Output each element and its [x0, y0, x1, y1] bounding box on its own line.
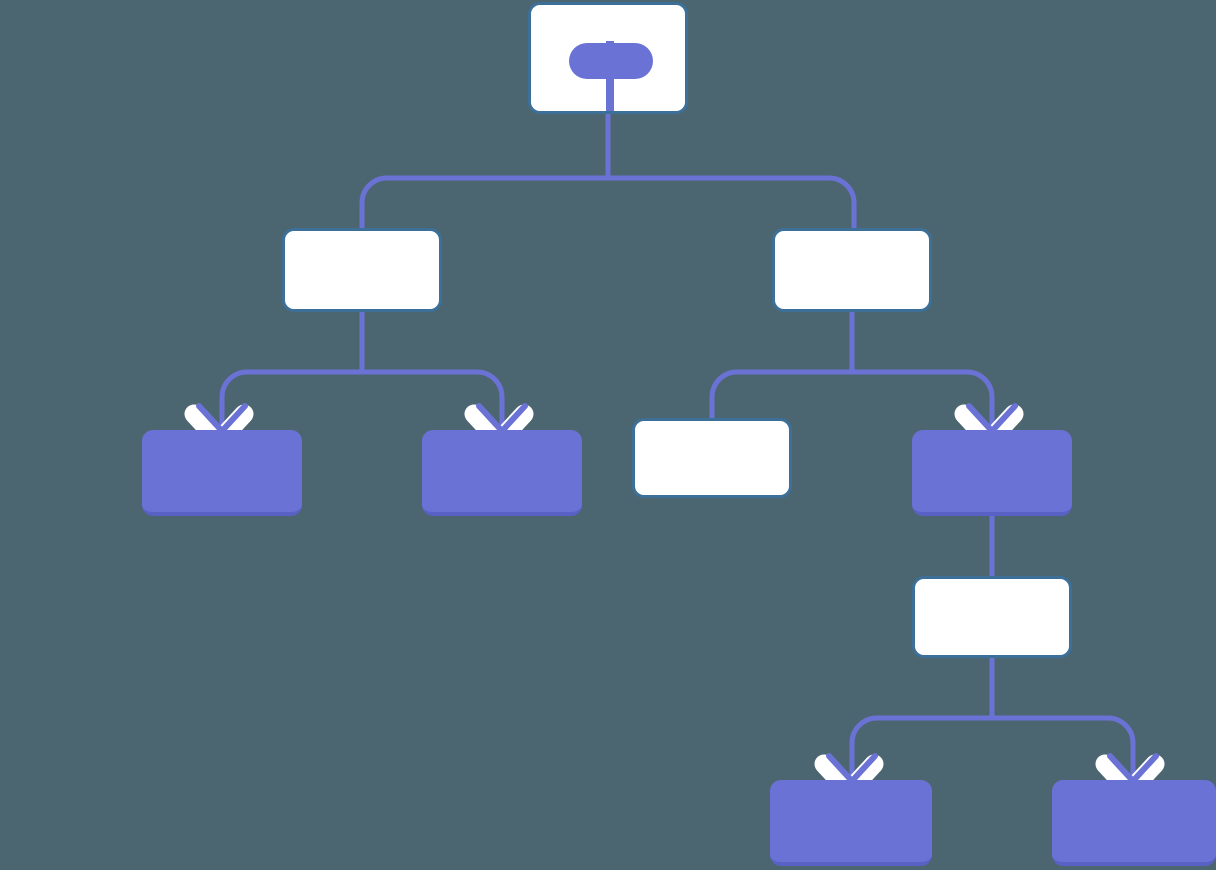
node-level4-right[interactable] [1052, 780, 1216, 866]
edge-root-corner-left [359, 175, 388, 228]
edge-right1-corner-b [966, 369, 995, 432]
node-root[interactable] [528, 2, 688, 114]
node-level1-right[interactable] [772, 228, 932, 312]
root-pill-shape [569, 43, 653, 79]
node-level1-left[interactable] [282, 228, 442, 312]
edge-root-corner-right [828, 175, 857, 228]
node-level3-right[interactable] [912, 576, 1072, 658]
node-level2-right-b[interactable] [912, 430, 1072, 516]
node-level4-left[interactable] [770, 780, 932, 866]
edge-r3-corner-a [849, 715, 878, 782]
edge-left1-corner-b [476, 369, 505, 432]
node-level2-right-a[interactable] [632, 418, 792, 498]
edge-r3-corner-b [1107, 715, 1136, 782]
edge-right1-corner-a [709, 369, 738, 420]
node-level2-left-a[interactable] [142, 430, 302, 516]
node-level2-left-b[interactable] [422, 430, 582, 516]
edge-left1-corner-a [219, 369, 248, 432]
